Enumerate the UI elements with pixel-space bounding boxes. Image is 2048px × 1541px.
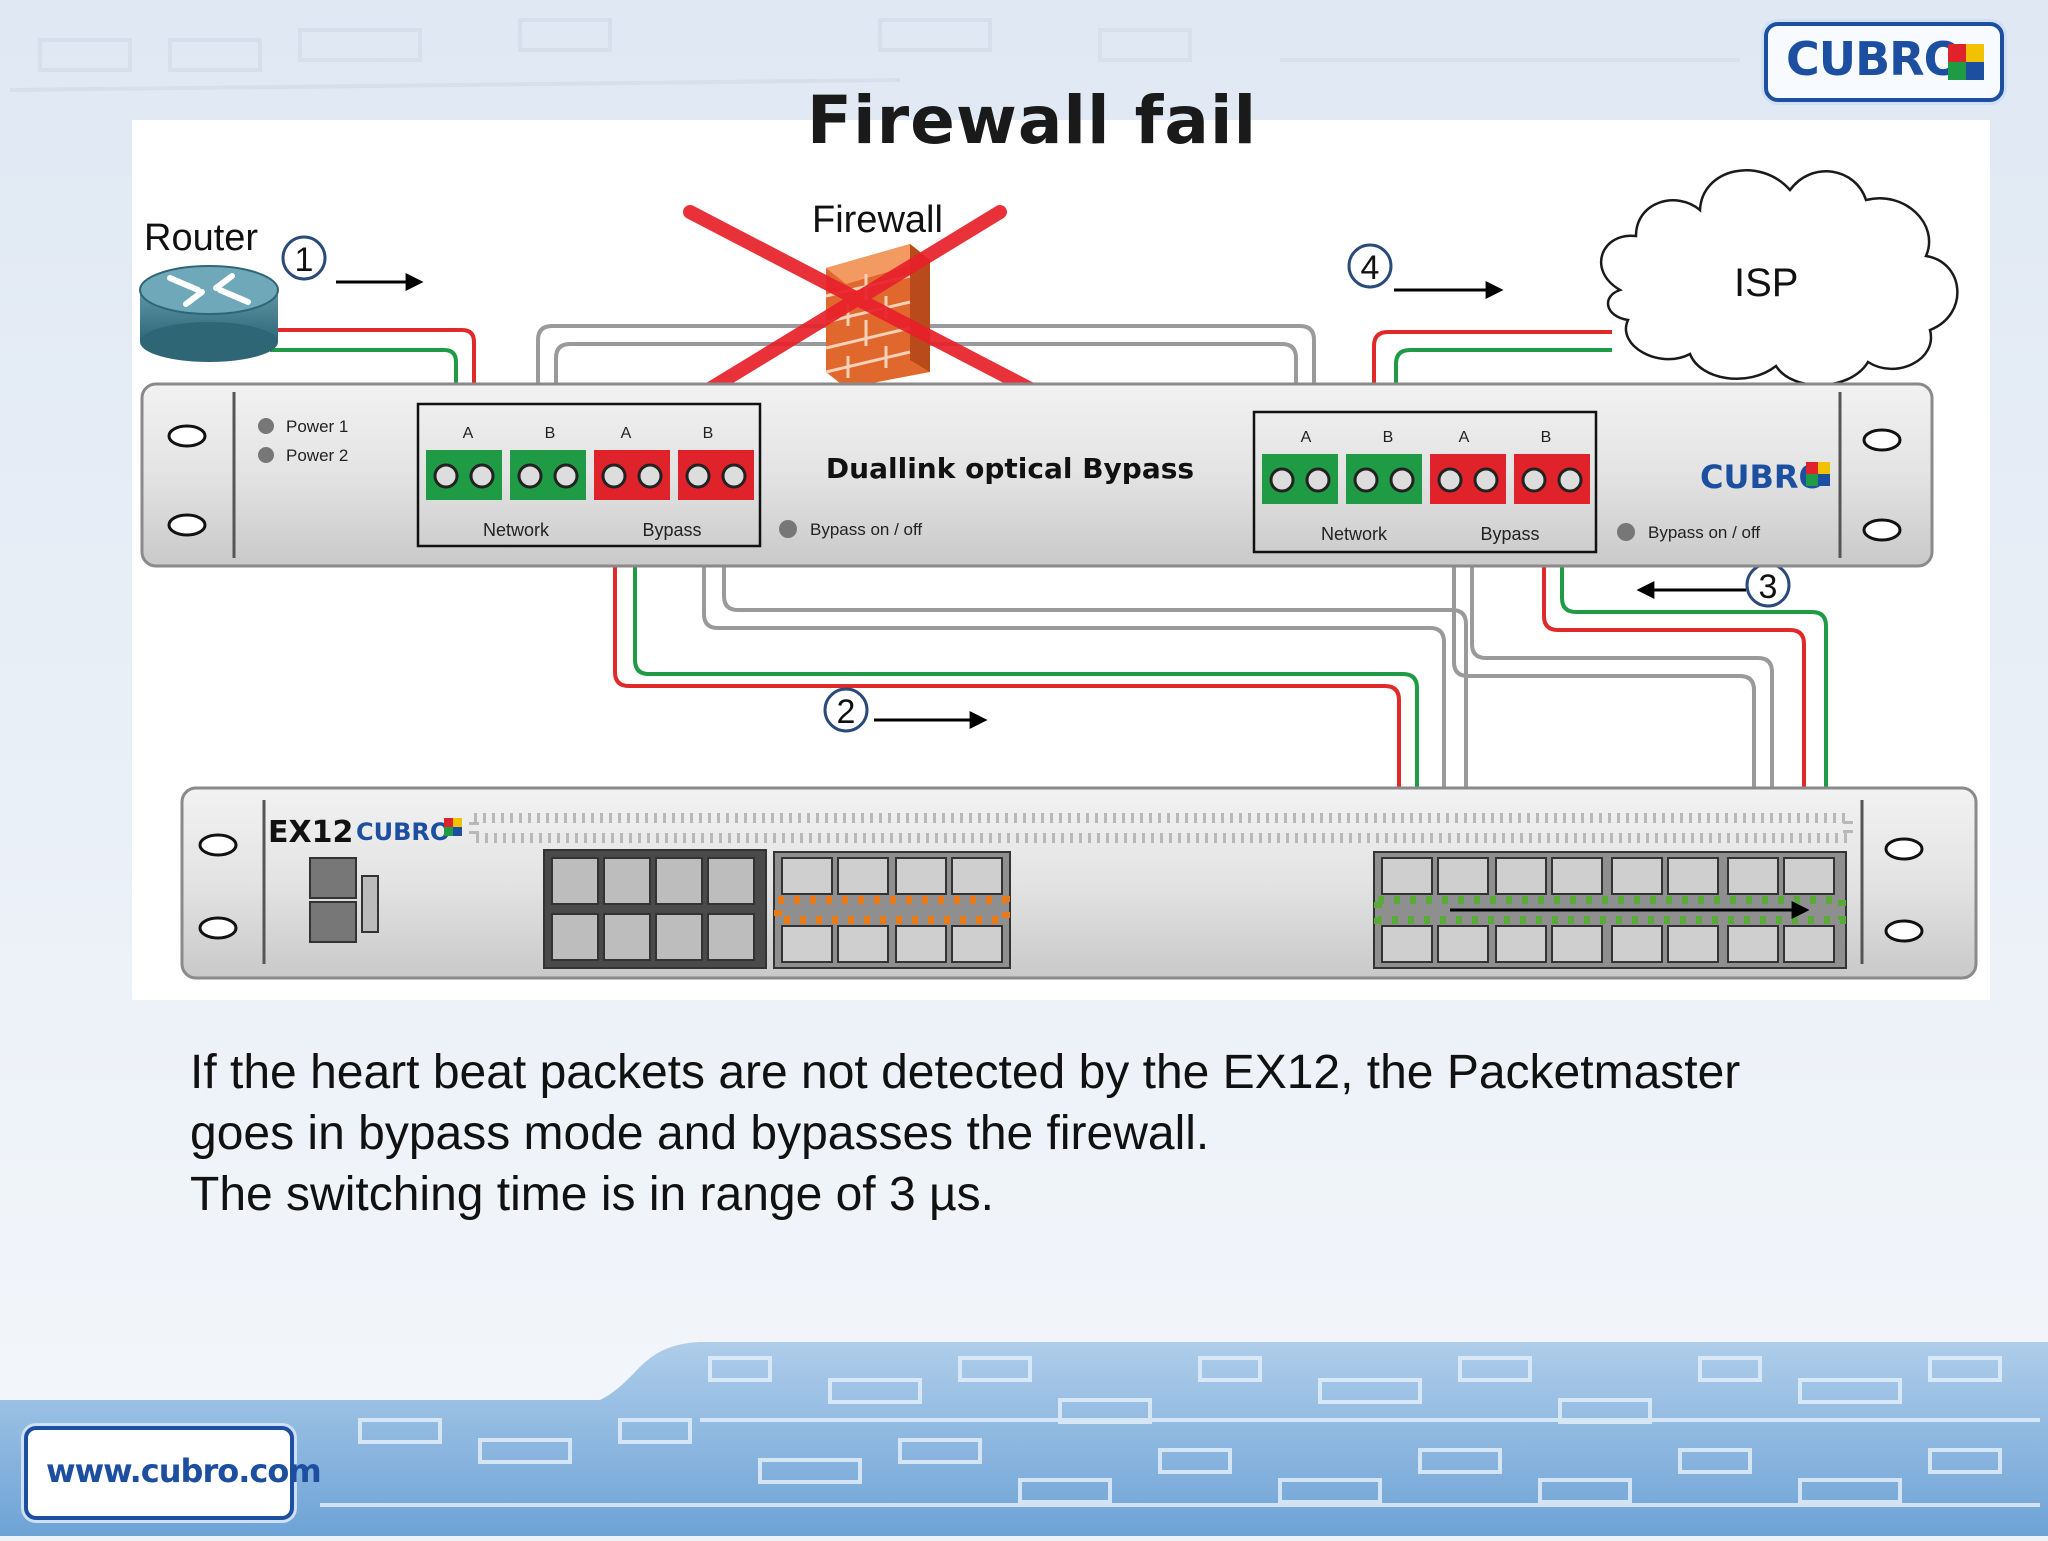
step-2-marker: 2 bbox=[823, 687, 988, 733]
right-port-bypass-a bbox=[1430, 454, 1506, 504]
left-port-letter-a2: A bbox=[621, 425, 632, 442]
cable-right-bypass-gray-1 bbox=[1452, 525, 1756, 868]
left-port-network-a bbox=[426, 450, 502, 500]
ex12-mount-hole-tr bbox=[1884, 837, 1924, 861]
background-circuit-pattern-top bbox=[9, 18, 1740, 92]
bypass-device-brand: CUBRO bbox=[1700, 458, 1826, 496]
cable-left-bypass-gray-2 bbox=[722, 525, 1468, 868]
body-line-3: The switching time is in range of 3 µs. bbox=[190, 1168, 994, 1221]
left-port-letter-b1: B bbox=[545, 425, 556, 442]
step-1-marker: 1 bbox=[281, 235, 424, 291]
cable-router-green bbox=[270, 348, 458, 445]
router-label: Router bbox=[144, 217, 258, 259]
left-bypass-module bbox=[416, 402, 762, 548]
ex12-port-leds bbox=[774, 896, 1846, 924]
cubro-logo: CUBRO bbox=[1764, 22, 2004, 102]
step-2-number: 2 bbox=[837, 693, 856, 731]
right-port-bypass-b bbox=[1514, 454, 1590, 504]
cable-isp-green bbox=[1394, 348, 1612, 440]
right-network-label: Network bbox=[1321, 524, 1388, 544]
left-bypass-label: Bypass bbox=[642, 520, 701, 540]
power1-label: Power 1 bbox=[286, 417, 348, 436]
body-line-2: goes in bypass mode and bypasses the fir… bbox=[190, 1107, 1210, 1160]
ex12-brand-label: CUBRO bbox=[356, 818, 450, 846]
cubro-logo-text: CUBRO bbox=[1786, 32, 1963, 86]
step-3-number: 3 bbox=[1759, 568, 1778, 606]
cable-isp-red bbox=[1372, 330, 1612, 440]
right-port-network-a bbox=[1262, 454, 1338, 504]
step-4-number: 4 bbox=[1361, 249, 1380, 287]
right-bypass-label: Bypass bbox=[1480, 524, 1539, 544]
bypass-device-name: Duallink optical Bypass bbox=[826, 452, 1194, 485]
isp-cloud bbox=[1599, 169, 1959, 387]
ex12-copper-ports bbox=[543, 849, 767, 969]
power2-label: Power 2 bbox=[286, 446, 348, 465]
right-port-letter-a1: A bbox=[1301, 429, 1312, 446]
footer-band bbox=[0, 1342, 2048, 1536]
right-port-letter-b1: B bbox=[1383, 429, 1394, 446]
left-port-bypass-a bbox=[594, 450, 670, 500]
step-4-marker: 4 bbox=[1347, 243, 1504, 299]
ex12-model-label: EX12 bbox=[268, 815, 353, 850]
right-port-letter-a2: A bbox=[1459, 429, 1470, 446]
left-port-network-b bbox=[510, 450, 586, 500]
left-port-letter-b2: B bbox=[703, 425, 714, 442]
ex12-mount-hole-tl bbox=[198, 833, 238, 857]
website-badge[interactable]: www.cubro.com bbox=[24, 1426, 322, 1520]
cable-right-bypass-green bbox=[1560, 525, 1828, 868]
firewall-label: Firewall bbox=[812, 199, 943, 241]
cable-router-red bbox=[270, 328, 476, 445]
cable-bypass-to-ex12-red bbox=[613, 500, 1401, 868]
bypass-mount-hole-tl bbox=[167, 424, 207, 448]
left-bypass-toggle-led bbox=[779, 520, 797, 538]
cable-right-bypass-gray-2 bbox=[1470, 525, 1774, 868]
ex12-mount-hole-br bbox=[1884, 919, 1924, 943]
slide-title: Firewall fail bbox=[806, 82, 1258, 159]
right-bypass-module bbox=[1252, 410, 1598, 554]
cable-layer bbox=[270, 324, 1828, 868]
left-network-label: Network bbox=[483, 520, 550, 540]
body-line-1: If the heart beat packets are not detect… bbox=[190, 1046, 1741, 1099]
power2-led bbox=[258, 447, 274, 463]
website-link[interactable]: www.cubro.com bbox=[46, 1452, 322, 1490]
step-1-number: 1 bbox=[295, 241, 314, 279]
ex12-brand-mark-icon bbox=[444, 818, 462, 836]
bypass-device: Power 1 Power 2 A B A B Network Bypass B… bbox=[140, 382, 1934, 568]
bypass-mount-hole-tr bbox=[1862, 428, 1902, 452]
slide-body-text: If the heart beat packets are not detect… bbox=[190, 1042, 1950, 1225]
router-icon bbox=[139, 265, 279, 362]
right-port-network-b bbox=[1346, 454, 1422, 504]
power1-led bbox=[258, 418, 274, 434]
cable-right-bypass-red bbox=[1542, 525, 1806, 868]
cable-left-bypass-gray-1 bbox=[702, 525, 1446, 868]
bypass-mount-hole-bl bbox=[167, 513, 207, 537]
isp-label: ISP bbox=[1734, 261, 1798, 305]
ex12-sfp-ports-left bbox=[773, 851, 1011, 969]
bypass-brand-mark-icon bbox=[1806, 462, 1830, 486]
footer-circuit-pattern bbox=[320, 1356, 2040, 1507]
cubro-logo-mark-icon bbox=[1948, 44, 1984, 80]
bypass-mount-hole-br bbox=[1862, 518, 1902, 542]
left-port-letter-a1: A bbox=[463, 425, 474, 442]
step-3-marker: 3 bbox=[1636, 562, 1791, 608]
left-port-bypass-b bbox=[678, 450, 754, 500]
ex12-mount-hole-bl bbox=[198, 916, 238, 940]
right-bypass-toggle-led bbox=[1617, 523, 1635, 541]
ex12-vent-grille bbox=[469, 813, 1853, 843]
right-bypass-toggle-label: Bypass on / off bbox=[1648, 523, 1760, 542]
ex12-management-ports bbox=[309, 857, 379, 943]
ex12-device: EX12 CUBRO bbox=[180, 786, 1978, 980]
left-bypass-toggle-label: Bypass on / off bbox=[810, 520, 922, 539]
cable-bypass-to-ex12-green bbox=[633, 500, 1419, 868]
right-port-letter-b2: B bbox=[1541, 429, 1552, 446]
